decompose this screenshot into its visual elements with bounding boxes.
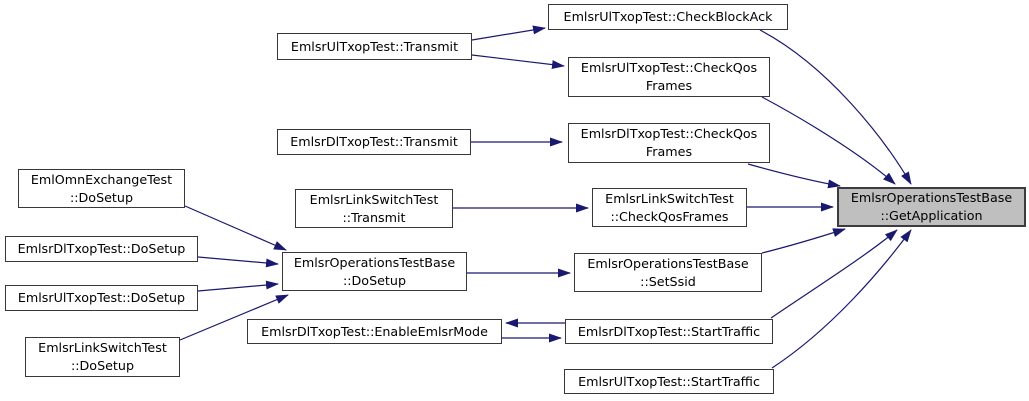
node-label-line: ::DoSetup: [69, 189, 133, 205]
node-label-line: EmlsrOperationsTestBase: [850, 190, 1013, 205]
node-ls-transmit[interactable]: EmlsrLinkSwitchTest::Transmit: [295, 189, 453, 228]
edge-check-blockack-to-get-application: [759, 29, 912, 185]
node-label-line: EmlsrLinkSwitchTest: [309, 191, 439, 207]
node-get-application[interactable]: EmlsrOperationsTestBase::GetApplication: [837, 187, 1026, 227]
node-label-line: ::SetSsid: [640, 273, 696, 289]
edge-ul-checkqos-to-get-application: [761, 96, 896, 185]
node-label-line: ::CheckQosFrames: [610, 208, 729, 224]
node-setssid[interactable]: EmlsrOperationsTestBase::SetSsid: [574, 253, 762, 292]
node-label-line: EmlsrDlTxopTest::Transmit: [290, 134, 458, 149]
edge-ul-starttraffic-to-get-application: [771, 229, 912, 369]
node-label-line: EmlOmnExchangeTest: [30, 171, 173, 187]
edge-dl-checkqos-to-get-application: [747, 163, 841, 189]
node-label-line: EmlsrLinkSwitchTest: [605, 190, 734, 206]
node-ls-checkqos[interactable]: EmlsrLinkSwitchTest::CheckQosFrames: [592, 188, 747, 227]
edge-ul-dosetup-to-base-dosetup: [197, 280, 279, 292]
node-label-line: EmlsrDlTxopTest::EnableEmlsrMode: [261, 323, 488, 339]
node-ul-starttraffic[interactable]: EmlsrUlTxopTest::StartTraffic: [564, 369, 774, 394]
node-label-line: Frames: [645, 144, 693, 159]
node-label-line: EmlsrUlTxopTest::DoSetup: [17, 290, 186, 305]
node-check-blockack[interactable]: EmlsrUlTxopTest::CheckBlockAck: [548, 4, 788, 30]
node-dl-transmit[interactable]: EmlsrDlTxopTest::Transmit: [277, 129, 471, 155]
node-dl-starttraffic[interactable]: EmlsrDlTxopTest::StartTraffic: [565, 319, 773, 344]
node-omn-dosetup[interactable]: EmlOmnExchangeTest::DoSetup: [18, 169, 185, 208]
node-label-line: EmlsrOperationsTestBase: [587, 255, 749, 271]
node-label-line: ::GetApplication: [880, 208, 983, 223]
node-label-line: EmlsrUlTxopTest::Transmit: [290, 38, 459, 54]
node-ls-dosetup[interactable]: EmlsrLinkSwitchTest::DoSetup: [25, 337, 180, 377]
node-ul-dosetup[interactable]: EmlsrUlTxopTest::DoSetup: [5, 285, 198, 311]
edge-omn-dosetup-to-base-dosetup: [184, 205, 287, 251]
node-base-dosetup[interactable]: EmlsrOperationsTestBase::DoSetup: [282, 252, 467, 291]
edge-dl-dosetup-to-base-dosetup: [197, 256, 279, 268]
node-label-line: EmlsrDlTxopTest::CheckQos: [580, 126, 758, 141]
node-label-line: EmlsrUlTxopTest::CheckBlockAck: [563, 9, 773, 24]
node-label-line: EmlsrOperationsTestBase: [293, 254, 456, 270]
node-label-line: EmlsrUlTxopTest::CheckQos: [580, 60, 758, 75]
edge-dl-starttraffic-to-get-application: [770, 229, 898, 319]
node-ul-transmit[interactable]: EmlsrUlTxopTest::Transmit: [277, 33, 472, 60]
edge-ul-transmit-to-check-blockack: [471, 25, 546, 41]
node-label-line: ::Transmit: [342, 209, 406, 225]
node-label-line: EmlsrUlTxopTest::StartTraffic: [578, 373, 760, 389]
edge-ul-transmit-to-ul-checkqos: [471, 54, 565, 70]
node-label-line: EmlsrDlTxopTest::StartTraffic: [577, 323, 761, 339]
node-enable-emlsr[interactable]: EmlsrDlTxopTest::EnableEmlsrMode: [247, 319, 502, 344]
node-label-line: Frames: [645, 78, 693, 93]
node-label-line: ::DoSetup: [342, 272, 406, 288]
node-dl-dosetup[interactable]: EmlsrDlTxopTest::DoSetup: [5, 236, 198, 262]
edge-setssid-to-get-application: [761, 228, 846, 254]
node-label-line: EmlsrDlTxopTest::DoSetup: [17, 241, 186, 256]
node-label-line: EmlsrLinkSwitchTest: [38, 340, 167, 355]
node-label-line: ::DoSetup: [70, 358, 134, 373]
edge-ls-dosetup-to-base-dosetup: [179, 294, 289, 341]
